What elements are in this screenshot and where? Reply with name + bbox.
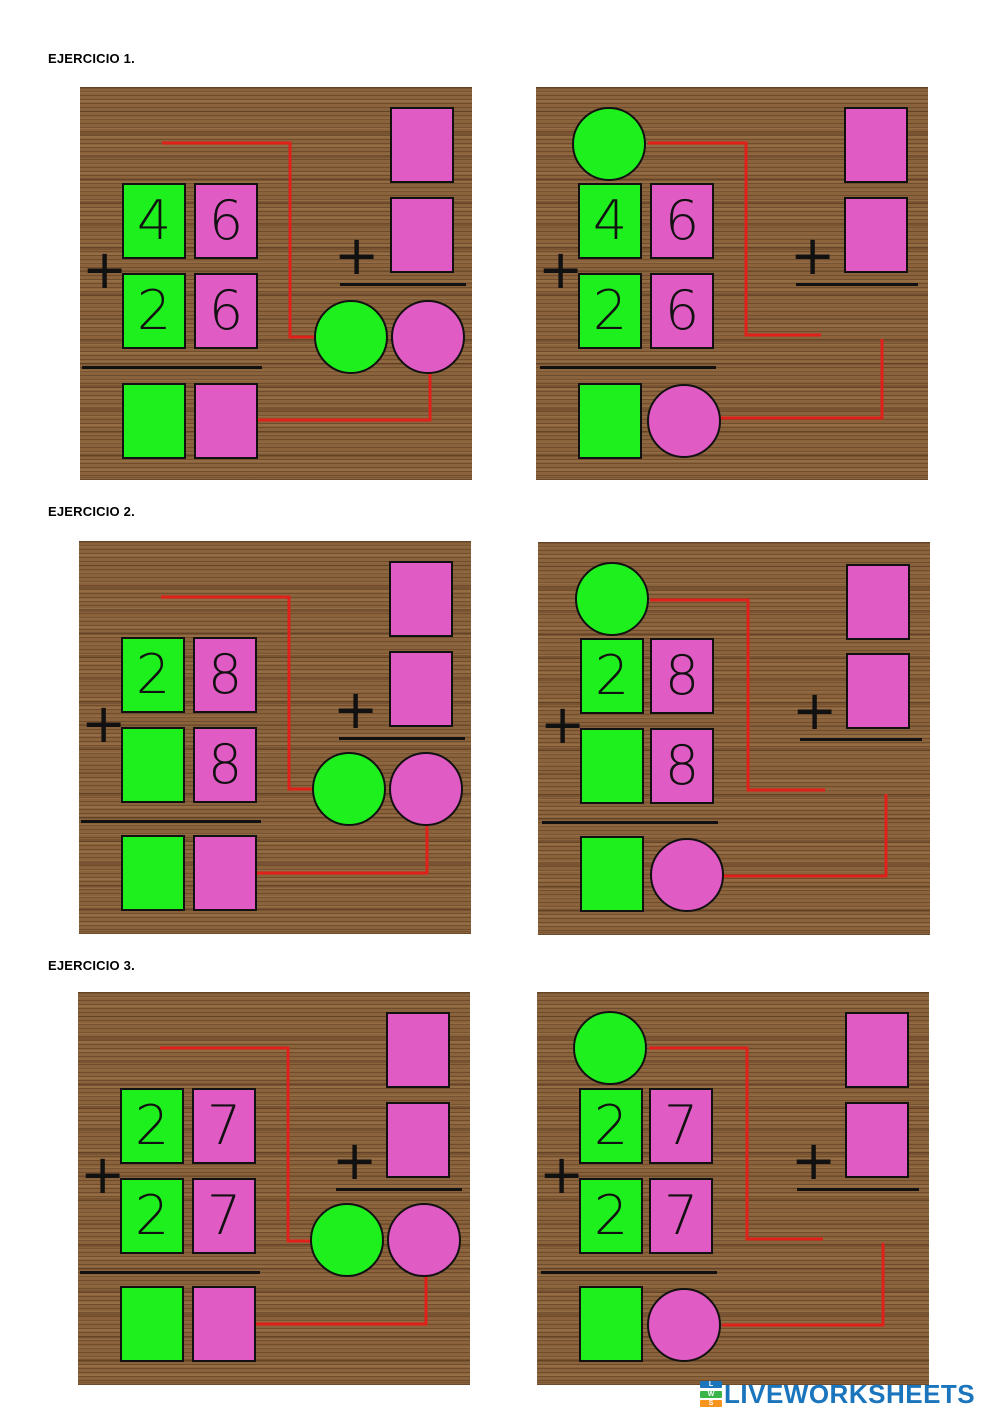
plus-sign: + (80, 1143, 126, 1206)
top-tens-digit: 4 (578, 183, 642, 259)
top-units-digit: 6 (650, 183, 714, 259)
carry-units-box-2[interactable] (390, 197, 454, 273)
connector-lines (161, 595, 429, 875)
result-units-box[interactable] (193, 835, 257, 911)
exercise-1-title: EJERCICIO 1. (48, 51, 135, 66)
carry-tens-circle[interactable] (312, 752, 386, 826)
carry-units-box[interactable] (386, 1012, 450, 1088)
sum-line (336, 1188, 462, 1191)
result-tens-box[interactable] (578, 383, 642, 459)
result-units-circle[interactable] (650, 838, 724, 912)
exercise-2-title: EJERCICIO 2. (48, 504, 135, 519)
top-tens-digit: 4 (122, 183, 186, 259)
exercise-1-board-right: + 4 6 + 2 6 (536, 87, 928, 480)
sum-line (800, 738, 922, 741)
top-units-digit: 8 (193, 637, 257, 713)
plus-sign: + (540, 693, 586, 756)
bottom-tens-digit: 2 (120, 1178, 184, 1254)
carry-tens-circle[interactable] (572, 107, 646, 181)
sum-line (797, 1188, 919, 1191)
connector-lines (162, 141, 432, 422)
result-units-box[interactable] (194, 383, 258, 459)
bottom-tens-box[interactable] (121, 727, 185, 803)
result-tens-box[interactable] (580, 836, 644, 912)
result-tens-box[interactable] (122, 383, 186, 459)
exercise-3-board-left: + 2 7 + 2 7 (78, 992, 470, 1385)
bottom-tens-digit: 2 (122, 273, 186, 349)
carry-tens-circle[interactable] (310, 1203, 384, 1277)
carry-tens-circle[interactable] (314, 300, 388, 374)
bottom-units-digit: 7 (192, 1178, 256, 1254)
carry-units-box-2[interactable] (844, 197, 908, 273)
carry-units-box[interactable] (846, 564, 910, 640)
carry-units-box[interactable] (844, 107, 908, 183)
carry-units-box[interactable] (845, 1012, 909, 1088)
units-sum-circle[interactable] (391, 300, 465, 374)
carry-units-box-2[interactable] (846, 653, 910, 729)
plus-sign: + (334, 224, 380, 287)
result-tens-box[interactable] (120, 1286, 184, 1362)
sum-line (340, 283, 466, 286)
top-tens-digit: 2 (580, 638, 644, 714)
plus-sign: + (82, 238, 128, 301)
connector-lines (649, 1046, 885, 1327)
result-line (542, 821, 718, 824)
connector-lines (160, 1046, 428, 1326)
sum-line (339, 737, 465, 740)
result-line (540, 366, 716, 369)
carry-units-box[interactable] (389, 561, 453, 637)
bottom-tens-box[interactable] (580, 728, 644, 804)
top-tens-digit: 2 (579, 1088, 643, 1164)
carry-tens-circle[interactable] (575, 562, 649, 636)
top-units-digit: 8 (650, 638, 714, 714)
carry-units-box-2[interactable] (389, 651, 453, 727)
result-line (541, 1271, 717, 1274)
plus-sign: + (538, 238, 584, 301)
result-tens-box[interactable] (121, 835, 185, 911)
units-sum-circle[interactable] (387, 1203, 461, 1277)
logo-badge-icon: L W S (700, 1381, 722, 1407)
plus-sign: + (790, 224, 836, 287)
exercise-2-board-right: + 2 8 + 8 (538, 542, 930, 935)
bottom-units-digit: 8 (650, 728, 714, 804)
result-units-circle[interactable] (647, 384, 721, 458)
top-tens-digit: 2 (120, 1088, 184, 1164)
connector-lines (650, 598, 888, 878)
result-units-box[interactable] (192, 1286, 256, 1362)
plus-sign: + (792, 679, 838, 742)
top-units-digit: 7 (192, 1088, 256, 1164)
carry-units-box-2[interactable] (386, 1102, 450, 1178)
bottom-units-digit: 6 (194, 273, 258, 349)
top-tens-digit: 2 (121, 637, 185, 713)
exercise-3-board-right: + 2 7 + 2 7 (537, 992, 929, 1385)
carry-units-box[interactable] (390, 107, 454, 183)
plus-sign: + (81, 692, 127, 755)
carry-tens-circle[interactable] (573, 1011, 647, 1085)
result-line (81, 820, 261, 823)
connector-lines (648, 141, 884, 420)
bottom-units-digit: 8 (193, 727, 257, 803)
bottom-tens-digit: 2 (578, 273, 642, 349)
plus-sign: + (791, 1129, 837, 1192)
result-tens-box[interactable] (579, 1286, 643, 1362)
result-units-circle[interactable] (647, 1288, 721, 1362)
liveworksheets-logo: L W S LIVEWORKSHEETS (700, 1378, 976, 1409)
exercise-3-title: EJERCICIO 3. (48, 958, 135, 973)
logo-text: LIVEWORKSHEETS (724, 1378, 976, 1409)
plus-sign: + (332, 1129, 378, 1192)
sum-line (796, 283, 918, 286)
exercise-1-board-left: + 4 6 + 2 6 (80, 87, 472, 480)
result-line (80, 1271, 260, 1274)
top-units-digit: 6 (194, 183, 258, 259)
units-sum-circle[interactable] (389, 752, 463, 826)
bottom-units-digit: 7 (649, 1178, 713, 1254)
exercise-2-board-left: + 2 8 + 8 (79, 541, 471, 934)
top-units-digit: 7 (649, 1088, 713, 1164)
plus-sign: + (539, 1143, 585, 1206)
carry-units-box-2[interactable] (845, 1102, 909, 1178)
plus-sign: + (333, 678, 379, 741)
result-line (82, 366, 262, 369)
bottom-tens-digit: 2 (579, 1178, 643, 1254)
bottom-units-digit: 6 (650, 273, 714, 349)
